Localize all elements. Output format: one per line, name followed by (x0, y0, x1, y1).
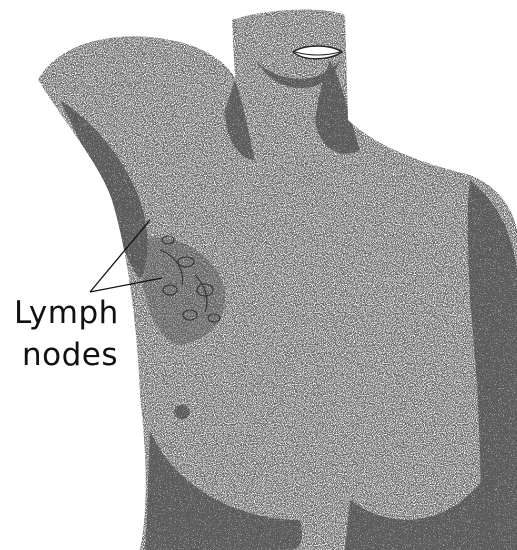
label-lymph-nodes-line-1: Lymph (14, 296, 119, 330)
label-lymph-nodes-line-2: nodes (22, 338, 118, 372)
torso-silhouette (38, 10, 517, 550)
nipple (174, 405, 190, 419)
